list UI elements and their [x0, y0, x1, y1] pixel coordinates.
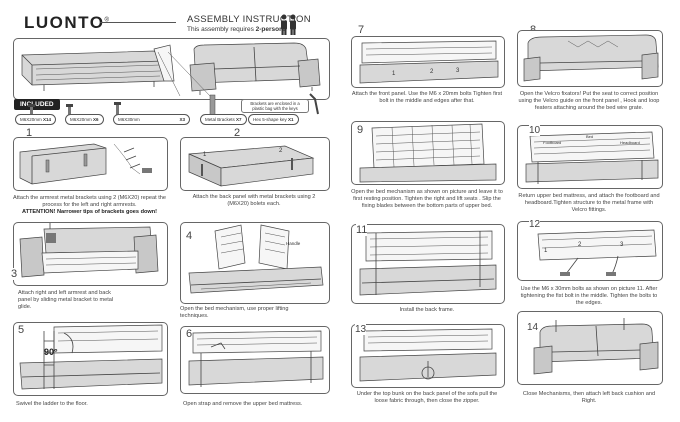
brand-name: LUONTO — [24, 13, 105, 32]
svg-text:2: 2 — [279, 148, 283, 154]
step-7-number: 7 — [358, 24, 365, 36]
step-14-caption: Close Mechanisms, then attach left back … — [522, 391, 656, 404]
step-11-illustration — [351, 224, 505, 304]
step-13-illustration — [351, 324, 505, 388]
step-3-illustration — [13, 222, 168, 286]
step-9-caption: Open the bed mechanism as shown on pictu… — [351, 189, 503, 209]
brackets-note: Brackets are enclosed in a plastic bag w… — [241, 99, 309, 113]
step-4-handle-label: Handle — [286, 241, 301, 246]
included-label: INCLUDED — [14, 99, 60, 110]
step-12-caption: Use the M6 x 30mm bolts as shown on pict… — [520, 286, 658, 306]
step-5-caption: Swivel the ladder to the floor. — [16, 401, 88, 407]
svg-text:1: 1 — [544, 248, 548, 254]
step-8-illustration — [517, 30, 663, 87]
step-11-caption: Install the back frame. — [399, 307, 455, 313]
step-1-caption: Attach the armrest metal brackets using … — [13, 195, 166, 208]
included-item-2: M6X20mm X6 — [65, 114, 104, 125]
step-10-bed-label: Bed — [586, 134, 594, 139]
assembly-subtitle: This assembly requires 2-persons — [187, 26, 287, 33]
step-8-caption: Open the Velcro fixators! Put the seat t… — [518, 91, 660, 111]
step-12-illustration: 1 2 3 — [517, 221, 663, 281]
step-5-illustration — [13, 322, 168, 396]
step-11-number: 11 — [356, 224, 368, 236]
overview-illustration — [13, 38, 330, 100]
included-item-3: M6X30mm X3 — [113, 114, 190, 125]
step-10-caption: Return upper bed mattress, and attach th… — [518, 193, 660, 213]
included-item-4: Metal Brackets X7 — [200, 114, 247, 125]
step-6-illustration — [180, 326, 330, 394]
step-4-number: 4 — [186, 230, 193, 242]
brand-trademark: ® — [104, 17, 111, 24]
header-line — [100, 22, 176, 23]
step-6-number: 6 — [186, 328, 193, 340]
step-13-caption: Under the top bunk on the back panel of … — [356, 391, 498, 404]
step-7-caption: Attach the front panel. Use the M6 x 20m… — [351, 91, 503, 104]
step-3-caption: Attach right and left armrest and back p… — [18, 290, 114, 310]
step-14-illustration — [517, 311, 663, 385]
step-12-number: 12 — [529, 219, 541, 230]
svg-text:2: 2 — [430, 69, 434, 75]
step-1-number: 1 — [26, 127, 33, 139]
step-5-angle-label: 90° — [44, 347, 58, 357]
step-4-caption: Open the bed mechanism, use proper lifti… — [180, 306, 289, 319]
svg-text:3: 3 — [620, 242, 624, 248]
step-5-number: 5 — [18, 324, 25, 336]
svg-text:3: 3 — [456, 68, 460, 74]
step-10-headboard-label: Headboard — [620, 140, 640, 145]
included-item-5: Hex 5-shape key X1 — [248, 114, 299, 125]
step-14-number: 14 — [527, 322, 539, 333]
subtitle-text: This assembly requires — [187, 26, 256, 33]
svg-text:1: 1 — [392, 71, 396, 77]
svg-text:1: 1 — [203, 152, 207, 158]
step-13-number: 13 — [355, 324, 367, 335]
step-7-illustration: 1 2 3 — [351, 36, 505, 88]
step-6-caption: Open strap and remove the upper bed matt… — [183, 401, 303, 407]
step-10-number: 10 — [529, 125, 541, 136]
step-10-footboard-label: Footboard — [543, 140, 562, 145]
assembly-title: ASSEMBLY INSTRUCTION — [187, 14, 311, 25]
step-10-illustration — [517, 125, 663, 189]
brand-logo: LUONTO® — [24, 13, 110, 33]
step-2-caption: Attach the back panel with metal bracket… — [192, 194, 316, 207]
step-9-illustration — [351, 121, 505, 185]
step-2-number: 2 — [234, 127, 241, 139]
step-3-number: 3 — [11, 268, 18, 280]
step-9-number: 9 — [357, 124, 364, 136]
step-2-illustration: 1 2 — [180, 137, 330, 191]
step-1-illustration — [13, 137, 168, 191]
step-1-attention: ATTENTION! Narrower tips of brackets goe… — [21, 209, 158, 215]
subtitle-persons: 2-persons — [255, 26, 287, 33]
step-4-illustration — [180, 222, 330, 304]
svg-text:2: 2 — [578, 242, 582, 248]
included-item-1: M6X20mm X14 — [15, 114, 57, 125]
